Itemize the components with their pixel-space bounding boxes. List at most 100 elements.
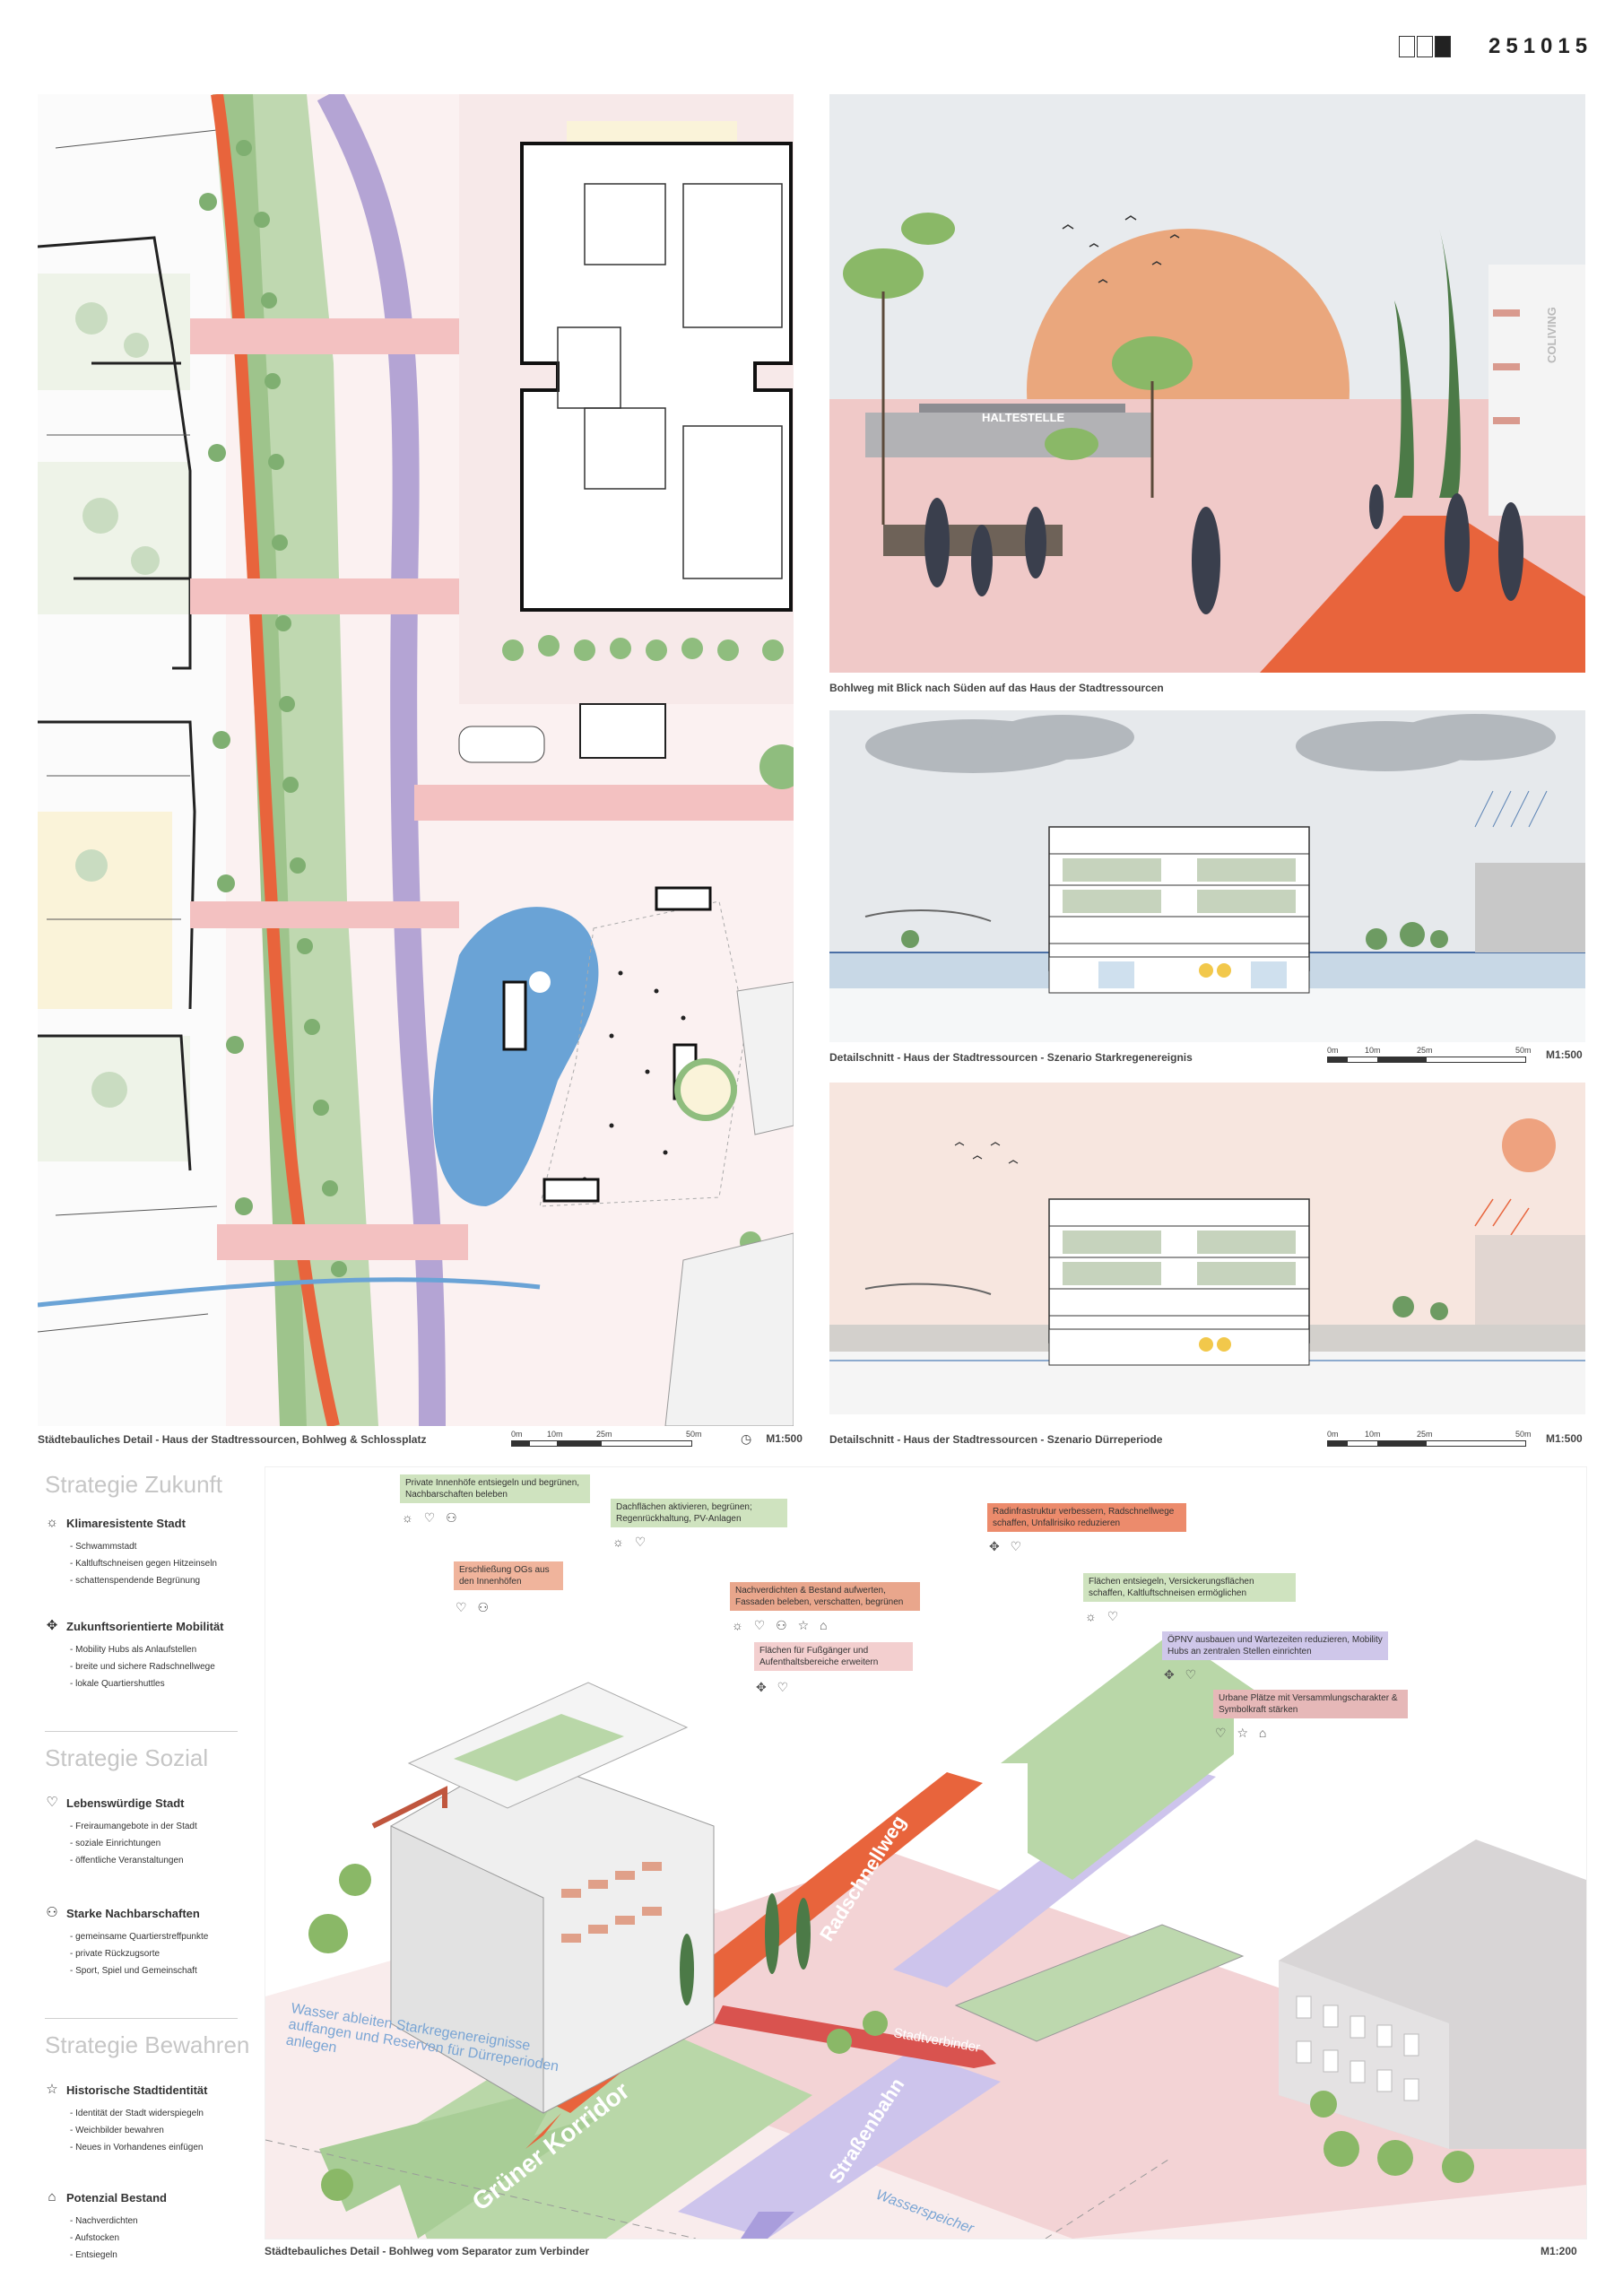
strategy-heading-text: Starke Nachbarschaften <box>66 1906 200 1920</box>
scale-tick: 25m <box>1417 1430 1433 1439</box>
list-item: Entsiegeln <box>70 2247 138 2264</box>
list-item: private Rückzugsorte <box>70 1945 208 1962</box>
strategy-heading: ☼ Klimaresistente Stadt <box>45 1516 186 1530</box>
move-arrows-icon: ✥ <box>46 1618 58 1633</box>
site-plan-caption: Städtebauliches Detail - Haus der Stadtr… <box>38 1433 427 1446</box>
section-rain-caption: Detailschnitt - Haus der Stadtressourcen… <box>829 1051 1193 1064</box>
list-item: Schwammstadt <box>70 1538 217 1555</box>
strategy-heading: ⚇ Starke Nachbarschaften <box>45 1906 200 1920</box>
house-icon: ⌂ <box>48 2189 56 2205</box>
scale-tick: 0m <box>1327 1430 1339 1439</box>
list-item: schattenspendende Begrünung <box>70 1572 217 1589</box>
strategy-list: Identität der Stadt widerspiegeln Weichb… <box>70 2105 204 2156</box>
strategy-heading-text: Klimaresistente Stadt <box>66 1516 186 1530</box>
section-rain-scale-label: M1:500 <box>1546 1048 1583 1061</box>
scale-tick: 50m <box>1515 1046 1532 1055</box>
list-item: soziale Einrichtungen <box>70 1835 197 1852</box>
heart-icon: ♡ <box>46 1795 58 1810</box>
strategy-heading: ☆ Historische Stadtidentität <box>45 2083 207 2097</box>
project-number: 251015 <box>1488 34 1593 58</box>
annotation-tag: ÖPNV ausbauen und Wartezeiten reduzieren… <box>1162 1631 1388 1660</box>
strategy-list: gemeinsame Quartierstreffpunkte private … <box>70 1928 208 1979</box>
divider <box>45 1731 238 1732</box>
site-plan-scale-label: M1:500 <box>766 1432 803 1445</box>
annotation-tag: Flächen entsiegeln, Versickerungsflächen… <box>1083 1573 1296 1602</box>
list-item: gemeinsame Quartierstreffpunkte <box>70 1928 208 1945</box>
annotation-icons: ✥ ♡ <box>1164 1667 1201 1682</box>
axo-scale-label: M1:200 <box>1541 2245 1577 2257</box>
annotation-icons: ☼ ♡ ⚇ <box>402 1510 461 1525</box>
annotation-icons: ☼ ♡ <box>1085 1609 1123 1623</box>
sign-haltestelle: HALTESTELLE <box>982 411 1065 424</box>
annotation-icons: ✥ ♡ <box>756 1680 793 1694</box>
strategy-heading-text: Historische Stadtidentität <box>66 2083 208 2097</box>
annotation-tag: Radinfrastruktur verbessern, Radschnellw… <box>987 1503 1186 1532</box>
strategy-title: Strategie Bewahren <box>45 2031 250 2058</box>
site-plan-drawing <box>38 94 794 1426</box>
scale-tick: 0m <box>511 1430 523 1439</box>
list-item: Kaltluftschneisen gegen Hitzeinseln <box>70 1555 217 1572</box>
scale-tick: 10m <box>1365 1430 1381 1439</box>
perspective-render: HALTESTELLE COLIVING <box>829 94 1585 673</box>
annotation-tag: Nachverdichten & Bestand aufwerten, Fass… <box>730 1582 920 1611</box>
list-item: breite und sichere Radschnellwege <box>70 1658 215 1675</box>
list-item: Weichbilder bewahren <box>70 2122 204 2139</box>
annotation-tag: Urbane Plätze mit Versammlungscharakter … <box>1213 1690 1408 1718</box>
people-icon: ⚇ <box>46 1905 58 1920</box>
strategy-list: Mobility Hubs als Anlaufstellen breite u… <box>70 1641 215 1692</box>
axonometric-view: Radschnellweg Stadtverbinder Straßenbahn… <box>265 1466 1587 2239</box>
list-item: Neues in Vorhandenes einfügen <box>70 2139 204 2156</box>
section-rain-scale: 0m 10m 25m 50m M1:500 <box>1327 1046 1583 1064</box>
list-item: Mobility Hubs als Anlaufstellen <box>70 1641 215 1658</box>
axonometric-drawing: Radschnellweg Stadtverbinder Straßenbahn… <box>265 1633 1586 2239</box>
star-icon: ☆ <box>46 2082 58 2097</box>
scale-tick: 0m <box>1327 1046 1339 1055</box>
list-item: Freiraumangebote in der Stadt <box>70 1818 197 1835</box>
perspective-drawing: HALTESTELLE COLIVING <box>829 94 1585 673</box>
perspective-caption: Bohlweg mit Blick nach Süden auf das Hau… <box>829 682 1164 694</box>
strategy-list: Freiraumangebote in der Stadt soziale Ei… <box>70 1818 197 1869</box>
annotation-icons: ☼ ♡ <box>612 1535 650 1549</box>
section-rain <box>829 710 1585 1042</box>
annotation-tag: Dachflächen aktivieren, begrünen; Regenr… <box>611 1499 787 1527</box>
strategy-heading-text: Potenzial Bestand <box>66 2190 167 2205</box>
strategy-heading: ✥ Zukunftsorientierte Mobilität <box>45 1619 224 1633</box>
annotation-icons: ✥ ♡ <box>989 1539 1026 1553</box>
strategy-title: Strategie Zukunft <box>45 1471 222 1498</box>
list-item: Nachverdichten <box>70 2213 137 2230</box>
list-item: lokale Quartiershuttles <box>70 1675 215 1692</box>
logo-square-2 <box>1417 36 1433 57</box>
strategy-heading-text: Lebenswürdige Stadt <box>66 1796 185 1810</box>
section-drought-drawing <box>829 1083 1585 1414</box>
scale-tick: 50m <box>1515 1430 1532 1439</box>
annotation-icons: ♡ ☆ ⌂ <box>1215 1726 1271 1740</box>
scale-tick: 10m <box>1365 1046 1381 1055</box>
strategy-title: Strategie Sozial <box>45 1744 209 1771</box>
section-drought-scale-label: M1:500 <box>1546 1432 1583 1445</box>
scale-tick: 25m <box>596 1430 612 1439</box>
north-arrow-icon: ◷ <box>741 1431 752 1446</box>
site-plan <box>38 94 794 1426</box>
axo-caption: Städtebauliches Detail - Bohlweg vom Sep… <box>265 2245 590 2257</box>
strategy-heading-text: Zukunftsorientierte Mobilität <box>66 1619 224 1633</box>
strategy-heading: ♡ Lebenswürdige Stadt <box>45 1796 184 1810</box>
sun-icon: ☼ <box>46 1515 58 1530</box>
annotation-icons: ♡ ⚇ <box>456 1600 492 1614</box>
site-plan-scale: 0m 10m 25m 50m ◷ M1:500 <box>511 1430 803 1448</box>
list-item: öffentliche Veranstaltungen <box>70 1852 197 1869</box>
strategy-list: Nachverdichten Aufstocken Entsiegeln <box>70 2213 138 2264</box>
annotation-tag: Flächen für Fußgänger und Aufenthaltsber… <box>754 1642 913 1671</box>
divider <box>45 2018 238 2019</box>
list-item: Sport, Spiel und Gemeinschaft <box>70 1962 208 1979</box>
section-rain-drawing <box>829 710 1585 1042</box>
list-item: Aufstocken <box>70 2230 138 2247</box>
section-drought-scale: 0m 10m 25m 50m M1:500 <box>1327 1430 1583 1448</box>
section-drought <box>829 1083 1585 1414</box>
sign-coliving: COLIVING <box>1545 307 1558 363</box>
section-drought-caption: Detailschnitt - Haus der Stadtressourcen… <box>829 1433 1163 1446</box>
logo-square-3 <box>1435 36 1451 57</box>
scale-tick: 50m <box>686 1430 702 1439</box>
logo-square-1 <box>1399 36 1415 57</box>
scale-tick: 25m <box>1417 1046 1433 1055</box>
strategy-list: Schwammstadt Kaltluftschneisen gegen Hit… <box>70 1538 217 1589</box>
